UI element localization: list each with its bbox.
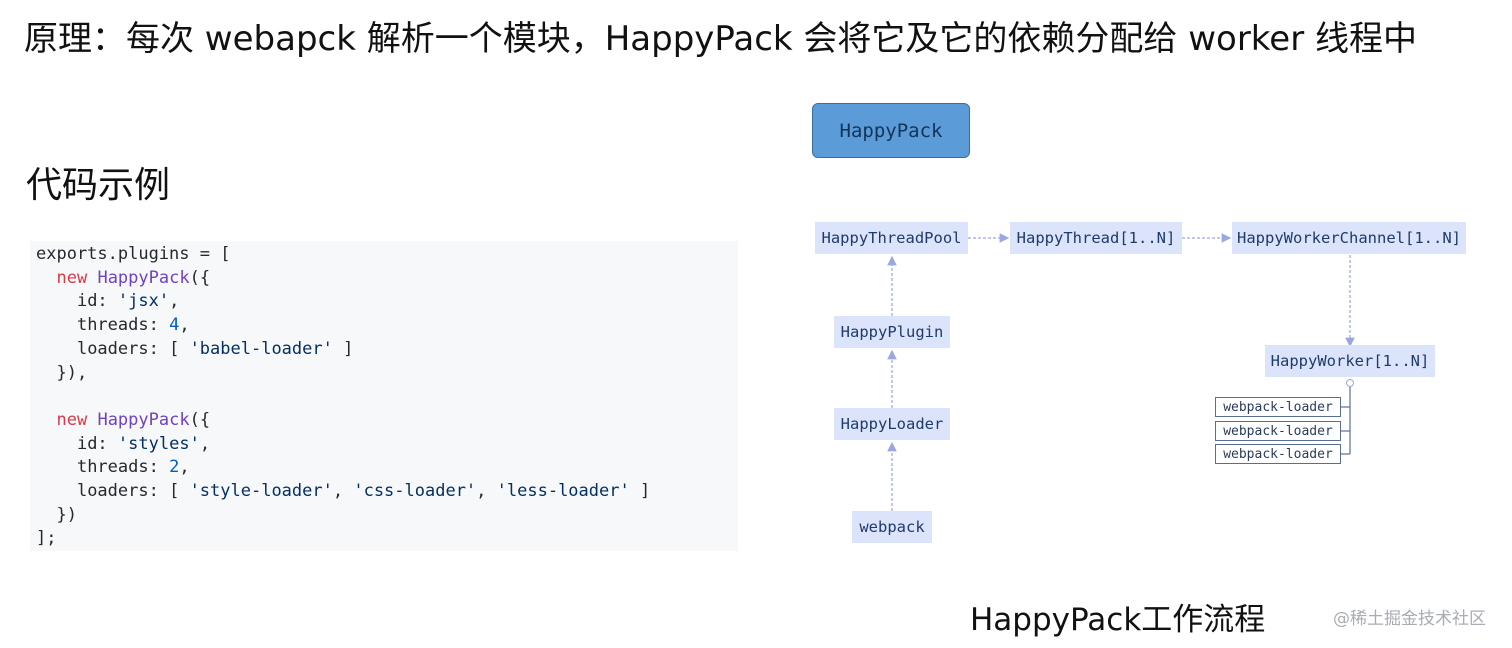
node-worker: HappyWorker[1..N]	[1265, 345, 1435, 377]
code-key: id:	[76, 291, 108, 312]
code-string: 'less-loader'	[496, 481, 630, 502]
code-text: exports.plugins = [ new HappyPack({ id: …	[36, 244, 651, 549]
code-close: })	[56, 504, 77, 525]
node-webpack-loader-2: webpack-loader	[1215, 421, 1341, 441]
node-webpack-loader-1: webpack-loader	[1215, 397, 1341, 417]
code-key: loaders:	[76, 338, 159, 359]
diagram-connectors	[887, 233, 1355, 511]
node-happypack: HappyPack	[812, 103, 970, 158]
node-plugin: HappyPlugin	[834, 316, 950, 348]
code-line-exports: exports.plugins = [	[36, 244, 231, 264]
code-string: 'css-loader'	[353, 481, 477, 502]
code-keyword-new: new	[56, 409, 88, 430]
worker-collapse-handle	[1346, 379, 1354, 387]
node-loader: HappyLoader	[834, 408, 950, 440]
section-title: 代码示例	[26, 165, 171, 206]
watermark: @稀土掘金技术社区	[1333, 609, 1486, 629]
node-worker-channel: HappyWorkerChannel[1..N]	[1232, 222, 1466, 254]
code-key: threads:	[76, 457, 159, 478]
node-thread-pool: HappyThreadPool	[815, 222, 968, 254]
code-number: 4	[169, 315, 180, 336]
node-thread: HappyThread[1..N]	[1010, 222, 1182, 254]
code-constructor: HappyPack	[97, 409, 190, 430]
code-key: loaders:	[76, 481, 159, 502]
code-constructor: HappyPack	[97, 267, 190, 288]
code-key: id:	[76, 433, 108, 454]
code-string: 'babel-loader'	[189, 338, 333, 359]
code-string: 'jsx'	[117, 291, 170, 312]
code-close: ];	[36, 528, 57, 549]
diagram-caption: HappyPack工作流程	[970, 602, 1266, 638]
node-webpack: webpack	[852, 511, 932, 543]
code-block: exports.plugins = [ new HappyPack({ id: …	[30, 241, 738, 551]
code-string: 'style-loader'	[189, 481, 333, 502]
code-number: 2	[169, 457, 180, 478]
code-key: threads:	[76, 315, 159, 336]
code-keyword-new: new	[56, 267, 88, 288]
node-webpack-loader-3: webpack-loader	[1215, 444, 1341, 464]
code-string: 'styles'	[117, 433, 200, 454]
headline: 原理：每次 webapck 解析一个模块，HappyPack 会将它及它的依赖分…	[24, 19, 1417, 59]
code-close: }),	[56, 362, 88, 383]
happypack-diagram: HappyPack HappyThreadPool HappyThread[1.…	[800, 95, 1490, 565]
